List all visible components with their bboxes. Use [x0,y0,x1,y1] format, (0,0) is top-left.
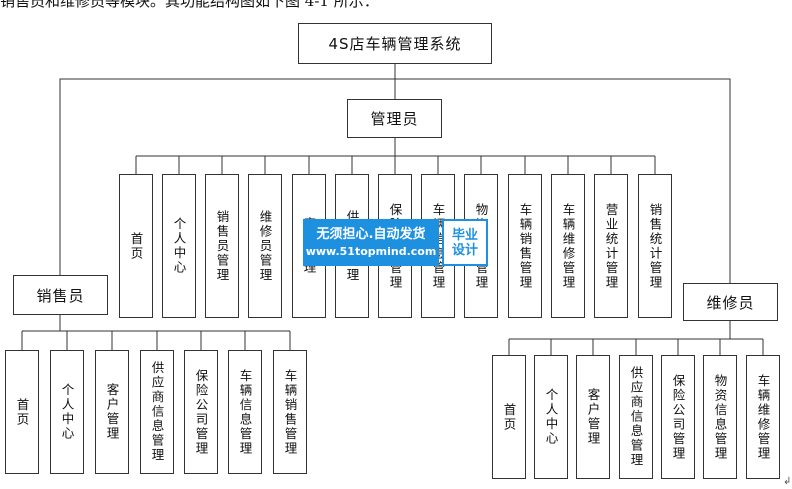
repair-item-label: 供应商信息管理 [628,366,644,468]
repair-item-label: 物资信息管理 [712,373,728,461]
sales-item-label: 供应商信息管理 [149,361,165,463]
repair-item-label: 客户管理 [585,388,601,446]
repair-item-profile: 个人中心 [534,355,568,479]
sales-item-label: 保险公司管理 [193,368,209,456]
admin-item-label: 营业统计管理 [603,202,619,290]
repair-item-customer: 客户管理 [576,355,610,479]
admin-item-repairman: 维修员管理 [248,174,282,318]
admin-item-label: 销售员管理 [214,209,230,283]
sales-item-insurance: 保险公司管理 [184,350,218,474]
admin-item-label: 车辆销售管理 [517,202,533,290]
sales-item-label: 车辆销售管理 [282,368,298,456]
repair-item-home: 首页 [492,355,526,479]
admin-item-vehicle-sales: 车辆销售管理 [508,174,542,318]
admin-node: 管理员 [347,99,442,138]
repair-item-label: 保险公司管理 [670,373,686,461]
sales-item-supplier: 供应商信息管理 [140,350,174,474]
sales-item-customer: 客户管理 [95,350,129,474]
repair-item-material-info: 物资信息管理 [703,355,737,479]
repair-item-label: 首页 [501,402,517,432]
root-node: 4S店车辆管理系统 [298,23,492,64]
admin-item-salesman: 销售员管理 [205,174,239,318]
watermark-badge-box: 毕业设计 [442,219,488,266]
sales-item-label: 个人中心 [59,383,75,441]
admin-item-home: 首页 [119,174,153,318]
watermark-text: 无须担心.自动发货 www.51topmind.com [303,219,439,266]
repair-item-label: 个人中心 [543,388,559,446]
admin-item-label: 个人中心 [171,217,187,275]
sales-item-label: 客户管理 [104,383,120,441]
sales-node: 销售员 [13,275,108,315]
watermark-line1: 无须担心.自动发货 [316,227,426,242]
sales-item-label: 车辆信息管理 [237,368,253,456]
admin-item-vehicle-repair: 车辆维修管理 [551,174,585,318]
sales-item-vehicle-info: 车辆信息管理 [228,350,262,474]
sales-item-label: 首页 [14,397,30,427]
sales-item-home: 首页 [5,350,39,474]
intro-text: 销售员和维修员等模块。其功能结构图如下图 4-1 所示： [0,0,379,10]
admin-item-label: 车辆维修管理 [560,202,576,290]
watermark-badge: 毕业设计 [451,227,478,258]
admin-item-sales-stats: 销售统计管理 [638,174,672,318]
sales-item-vehicle-sales: 车辆销售管理 [273,350,307,474]
admin-item-label: 销售统计管理 [647,202,663,290]
repair-node: 维修员 [683,283,778,321]
admin-item-profile: 个人中心 [162,174,196,318]
admin-item-business-stats: 营业统计管理 [594,174,628,318]
watermark-line2: www.51topmind.com [305,245,437,258]
sales-item-profile: 个人中心 [50,350,84,474]
repair-item-insurance: 保险公司管理 [661,355,695,479]
repair-item-label: 车辆维修管理 [755,373,771,461]
watermark-banner: 无须担心.自动发货 www.51topmind.com 毕业设计 [303,219,488,266]
repair-item-vehicle-repair: 车辆维修管理 [746,355,780,479]
admin-item-label: 首页 [128,231,144,261]
paragraph-mark-icon: ↲ [783,476,792,487]
admin-item-label: 维修员管理 [257,209,273,283]
repair-item-supplier: 供应商信息管理 [619,355,653,479]
